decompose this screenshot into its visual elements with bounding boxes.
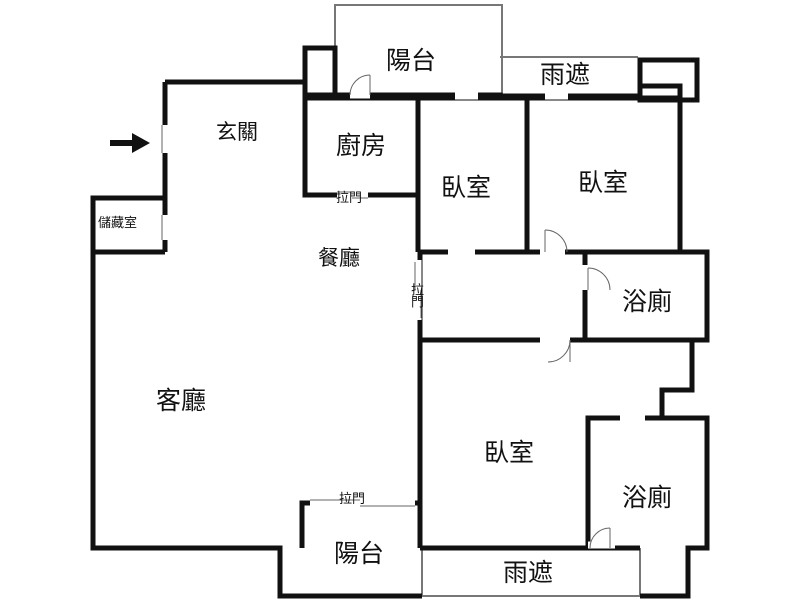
arrow-right-icon [110,133,150,153]
bath-b-label: 浴廁 [622,483,673,512]
walls [90,45,710,599]
door-swings [161,74,611,549]
canopy-bottom-label: 雨遮 [503,558,554,587]
bedroom-a-label: 臥室 [441,173,492,202]
bedroom-b-label: 臥室 [578,168,629,197]
entrance-label: 玄關 [216,120,258,144]
sliding-door-dining-label: 拉門 [408,283,423,307]
door-openings [161,91,645,549]
bedroom-c-label: 臥室 [484,438,535,467]
storage-label: 儲藏室 [98,216,138,231]
balcony-bottom-label: 陽台 [334,539,385,568]
living-room-label: 客廳 [156,386,207,415]
dining-label: 餐廳 [318,246,360,270]
bath-a-label: 浴廁 [622,287,673,316]
balcony-top-label: 陽台 [386,46,437,75]
sliding-door-balcony-label: 拉門 [339,492,366,507]
kitchen-label: 廚房 [336,131,387,160]
sliding-door-kitchen-label: 拉門 [336,191,363,206]
canopy-top-label: 雨遮 [540,60,591,89]
